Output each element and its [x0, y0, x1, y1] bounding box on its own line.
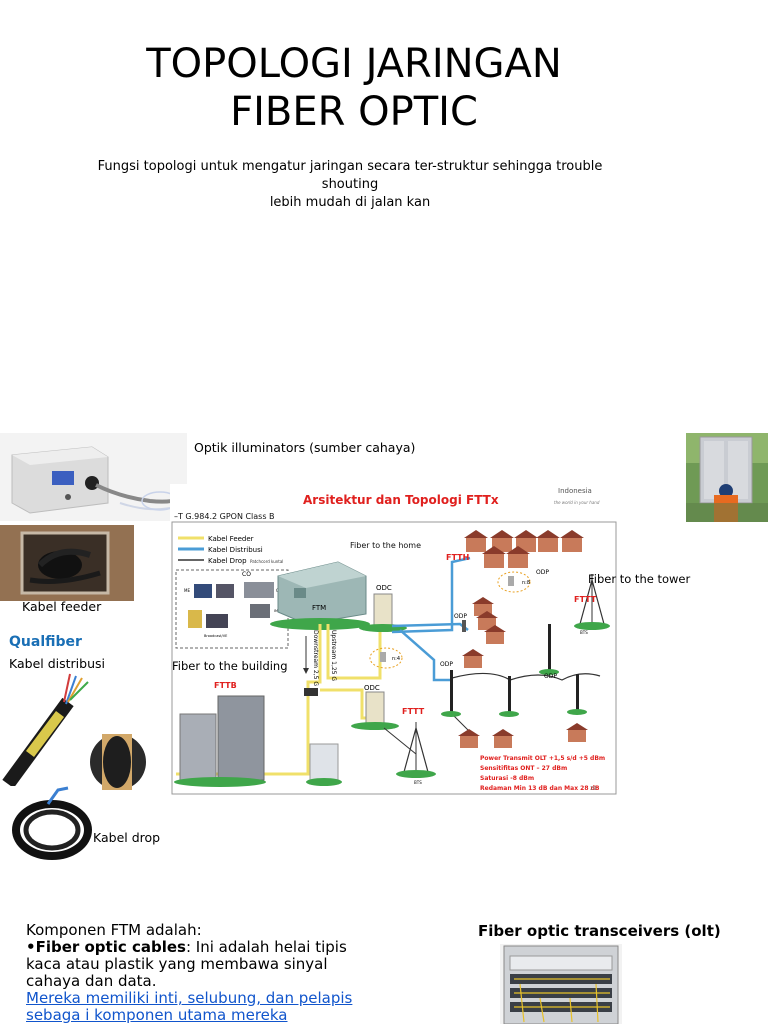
odc-top-label: ODC — [376, 584, 392, 592]
diagram-page-number: 29 — [590, 786, 596, 792]
ftm-label: FTM — [312, 604, 326, 612]
illuminator-photo — [0, 433, 187, 521]
cabinet-photo — [686, 433, 768, 522]
diagram-brand: Indonesia — [558, 487, 592, 495]
bullet-bold: •Fiber optic cables — [26, 938, 186, 956]
drop-cable-photo — [8, 786, 94, 864]
fttt-bottom: FTTT — [402, 707, 425, 716]
bts-right: BTS — [580, 630, 588, 635]
illuminators-label: Optik illuminators (sumber cahaya) — [194, 440, 416, 455]
fttt-right: FTTT — [574, 595, 597, 604]
page-subtitle: Fungsi topologi untuk mengatur jaringan … — [90, 158, 610, 212]
spec-line-1: Power Transmit OLT +1,5 s/d +5 dBm — [480, 755, 605, 762]
fttb-buildings — [174, 695, 342, 787]
title-line-1: TOPOLOGI JARINGAN — [146, 41, 562, 87]
ftm-components-text: Komponen FTM adalah: •Fiber optic cables… — [26, 922, 371, 1024]
transceiver-rack-photo — [500, 944, 622, 1024]
diagram-standard: –T G.984.2 GPON Class B — [174, 512, 275, 521]
co-label: CO — [242, 571, 251, 578]
distribution-cable-photo — [0, 672, 152, 790]
page-title: TOPOLOGI JARINGAN FIBER OPTIC — [0, 40, 708, 136]
odp-label-2: ODP — [454, 613, 467, 620]
tower-right — [574, 574, 610, 630]
bts-bottom: BTS — [414, 780, 422, 785]
ftth-houses — [464, 530, 584, 568]
fttb-label: FTTB — [214, 681, 237, 690]
broadcast-label: Broadcast/VE — [204, 634, 227, 638]
components-link[interactable]: Mereka memiliki inti, selubung, dan pela… — [26, 989, 353, 1024]
feeder-cable-photo — [0, 525, 134, 601]
lower-houses — [458, 649, 588, 748]
legend-feeder: Kabel Feeder — [208, 535, 254, 543]
legend-note: Patchcord kuntal — [250, 559, 283, 564]
components-bullet: •Fiber optic cables: Ini adalah helai ti… — [26, 939, 371, 990]
subtitle-line-1: Fungsi topologi untuk mengatur jaringan … — [97, 159, 603, 192]
legend-distribusi: Kabel Distribusi — [208, 546, 263, 554]
legend-drop: Kabel Drop — [208, 557, 247, 565]
me-label: ME — [184, 588, 190, 593]
kabel-feeder-label: Kabel feeder — [22, 599, 102, 614]
poles — [441, 624, 587, 717]
diagram-title: Arsitektur dan Topologi FTTx — [303, 493, 499, 507]
spec-line-4: Redaman Min 13 dB dan Max 28 dB — [480, 785, 600, 792]
diagram-tagline: the world in your hand — [554, 500, 600, 505]
downstream-label: Downstream 2,5 G — [312, 630, 319, 686]
fiber-home-label: Fiber to the home — [350, 541, 421, 550]
fiber-tower-label: Fiber to the tower — [588, 572, 691, 586]
title-line-2: FIBER OPTIC — [230, 89, 478, 135]
transceivers-title: Fiber optic transceivers (olt) — [478, 922, 721, 940]
kabel-drop-label: Kabel drop — [93, 830, 161, 845]
odp-label-4: ODP — [544, 673, 557, 680]
splitter-n4: n:4 — [392, 656, 400, 662]
fiber-building-label: Fiber to the building — [172, 659, 288, 673]
ftth-label: FTTH — [446, 553, 469, 562]
mid-houses — [472, 597, 506, 644]
fttx-diagram: Arsitektur dan Topologi FTTx Indonesia t… — [170, 484, 618, 796]
bullet-rest: : Ini adalah helai tipis kaca atau plast… — [26, 938, 347, 990]
upstream-label: Upstream 1,25 G — [330, 630, 337, 681]
odp-label-1: ODP — [536, 569, 549, 576]
spec-line-2: Sensitifitas ONT – 27 dBm — [480, 765, 567, 772]
splitter-n8: n:8 — [522, 580, 530, 586]
odp-label-3: ODP — [440, 661, 453, 668]
subtitle-line-2: lebih mudah di jalan kan — [269, 195, 431, 210]
spec-line-3: Saturasi -8 dBm — [480, 775, 534, 782]
odc-bottom-label: ODC — [364, 684, 380, 692]
tower-bottom — [396, 722, 436, 778]
qualfiber-logo: Qualfiber — [9, 634, 82, 650]
kabel-distribusi-label: Kabel distribusi — [9, 656, 105, 671]
components-intro: Komponen FTM adalah: — [26, 921, 202, 939]
